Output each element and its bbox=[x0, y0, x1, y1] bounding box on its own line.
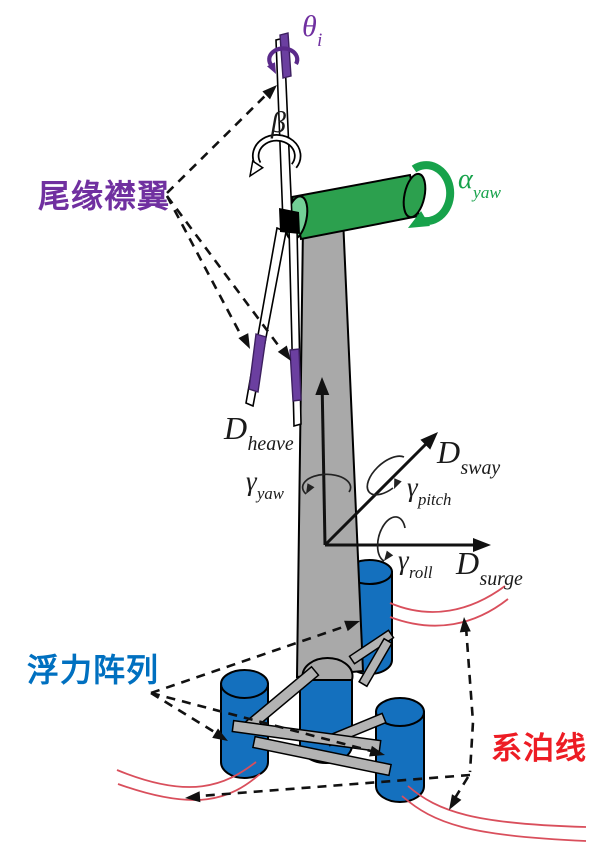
mooring-line-rear bbox=[389, 585, 509, 627]
pitch-rotation-arc bbox=[366, 455, 405, 496]
roll-rotation-label: γroll bbox=[398, 545, 433, 583]
heave-arrowhead bbox=[315, 377, 330, 395]
flap-deflection-label: θi bbox=[302, 10, 323, 52]
leader-mooring-rear bbox=[464, 626, 475, 773]
turbine-tower bbox=[295, 216, 365, 679]
mooring-line-label: 系泊线 bbox=[491, 731, 587, 766]
pitch-rotation-label: γpitch bbox=[407, 472, 452, 510]
surge-arrowhead bbox=[473, 538, 491, 552]
mooring-line-left bbox=[116, 761, 261, 801]
blade-pitch-arrow bbox=[248, 134, 302, 178]
sway-dof-label: Dsway bbox=[437, 434, 501, 479]
nacelle bbox=[284, 172, 427, 241]
leader-arrowheads bbox=[185, 85, 471, 810]
leader-buoy-rear bbox=[150, 624, 347, 695]
flap-angle-arrow bbox=[267, 46, 300, 74]
leader-mooring-left bbox=[199, 773, 471, 798]
leader-flap-left bbox=[165, 195, 245, 340]
leader-mooring-right bbox=[453, 776, 470, 799]
leader-flap-upper bbox=[166, 88, 273, 194]
rotation-arcs bbox=[301, 455, 406, 562]
leader-buoy-right bbox=[150, 691, 372, 753]
leader-lines bbox=[150, 88, 475, 799]
trailing-edge-flaps-label: 尾缘襟翼 bbox=[38, 178, 171, 214]
yaw-rotation-label: γyaw bbox=[246, 466, 284, 504]
rotation-arc-arrowheads bbox=[306, 478, 402, 561]
heave-axis bbox=[320, 394, 327, 546]
mooring-line-right bbox=[401, 785, 587, 842]
buoyancy-cylinder-right bbox=[375, 697, 425, 803]
sway-arrowhead bbox=[420, 432, 438, 450]
heave-dof-label: Dheave bbox=[224, 410, 294, 455]
flap-upper bbox=[279, 32, 292, 79]
roll-rotation-arc bbox=[376, 516, 406, 562]
rotor-hub bbox=[279, 208, 300, 234]
blade-pitch-label: β bbox=[271, 106, 286, 139]
surge-dof-label: Dsurge bbox=[456, 545, 523, 590]
buoyancy-array-label: 浮力阵列 bbox=[27, 652, 160, 688]
leader-buoy-left bbox=[150, 691, 217, 735]
nacelle-yaw-label: αyaw bbox=[458, 164, 502, 202]
flap-lower-left bbox=[248, 333, 267, 393]
flap-lower-right bbox=[289, 348, 302, 402]
leader-flap-right bbox=[165, 195, 286, 354]
nacelle-yaw-arrow bbox=[408, 161, 455, 228]
yaw-rotation-arc bbox=[301, 473, 352, 495]
